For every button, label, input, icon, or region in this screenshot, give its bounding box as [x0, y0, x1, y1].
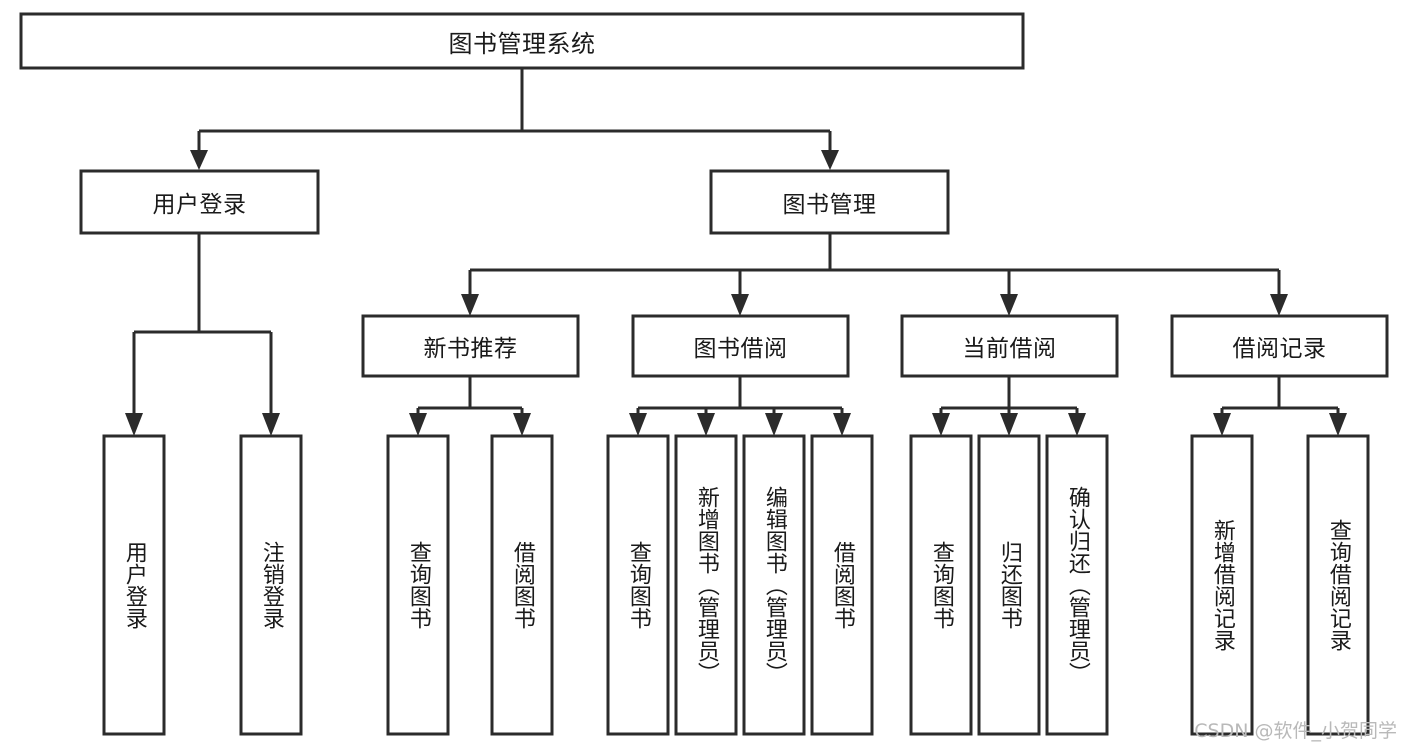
- node-label-book-management: 图书管理: [782, 192, 877, 218]
- leaf-label-query-borrow-record: 查询借阅记录: [1325, 519, 1351, 651]
- leaf-box[interactable]: [606, 434, 670, 736]
- leaf-label-borrow-book: 借阅图书: [829, 541, 855, 629]
- connector-currentborrow-to-leaves: [932, 377, 1086, 436]
- leaf-label-query-book-current: 查询图书: [928, 541, 954, 629]
- node-root-box[interactable]: [19, 12, 1025, 70]
- leaf-box[interactable]: [742, 434, 806, 736]
- leaf-label-borrow-book-newbook: 借阅图书: [509, 541, 535, 629]
- node-label-new-book: 新书推荐: [423, 336, 518, 362]
- leaf-box[interactable]: [239, 434, 303, 736]
- leaf-box[interactable]: [386, 434, 450, 736]
- leaf-box[interactable]: [1045, 434, 1109, 736]
- leaf-box[interactable]: [490, 434, 554, 736]
- leaf-label-add-book-admin: 新增图书（管理员）: [693, 486, 719, 684]
- connector-userlogin-to-leaves: [125, 233, 280, 436]
- leaf-box[interactable]: [1190, 434, 1254, 736]
- leaf-label-user-login: 用户登录: [121, 541, 147, 629]
- node-current-borrow-box[interactable]: [900, 314, 1119, 378]
- page-title: 图书管理系统: [448, 29, 596, 58]
- leaf-label-query-book-borrow: 查询图书: [625, 541, 651, 629]
- leaf-label-logout: 注销登录: [258, 541, 284, 629]
- node-user-login-box[interactable]: [79, 169, 320, 235]
- connector-bookmgmt-to-level3: [461, 233, 1288, 316]
- node-label-book-borrow: 图书借阅: [693, 336, 788, 362]
- node-borrow-record-box[interactable]: [1170, 314, 1389, 378]
- leaf-label-return-book: 归还图书: [996, 541, 1022, 629]
- connector-borrowrecord-to-leaves: [1213, 377, 1347, 436]
- node-label-current-borrow: 当前借阅: [962, 336, 1057, 362]
- leaf-box[interactable]: [810, 434, 874, 736]
- connector-root-to-level2: [190, 69, 839, 170]
- leaf-label-confirm-return-admin: 确认归还（管理员）: [1064, 486, 1090, 684]
- leaf-box[interactable]: [977, 434, 1041, 736]
- node-book-management-box[interactable]: [709, 169, 950, 235]
- leaf-box[interactable]: [1306, 434, 1370, 736]
- leaf-label-query-book-newbook: 查询图书: [405, 541, 431, 629]
- node-label-borrow-record: 借阅记录: [1232, 336, 1327, 362]
- leaf-box[interactable]: [909, 434, 973, 736]
- connector-bookborrow-to-leaves: [629, 377, 851, 436]
- node-new-book-box[interactable]: [361, 314, 580, 378]
- leaf-box[interactable]: [674, 434, 738, 736]
- connector-newbook-to-leaves: [409, 377, 531, 436]
- leaf-label-edit-book-admin: 编辑图书（管理员）: [761, 486, 787, 684]
- node-book-borrow-box[interactable]: [631, 314, 850, 378]
- leaf-label-add-borrow-record: 新增借阅记录: [1209, 519, 1235, 651]
- leaf-box[interactable]: [102, 434, 166, 736]
- node-label-user-login: 用户登录: [152, 192, 247, 218]
